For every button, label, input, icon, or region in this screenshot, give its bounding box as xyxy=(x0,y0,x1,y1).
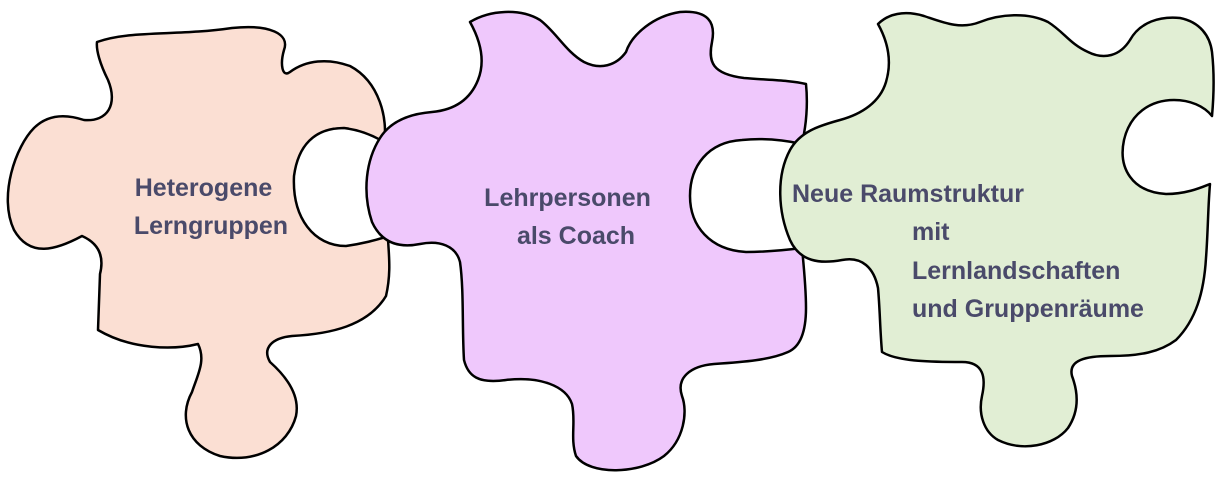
puzzle-piece-1-label: Heterogene Lerngruppen xyxy=(134,174,288,240)
puzzle-piece-2-label: Lehrpersonen als Coach xyxy=(484,184,658,250)
puzzle-piece-3-label: Neue Raumstruktur mit Lernlandschaften u… xyxy=(792,180,1144,323)
puzzle-piece-2: Lehrpersonen als Coach xyxy=(365,10,809,472)
puzzle-piece-2-shape xyxy=(365,10,809,472)
puzzle-piece-1: Heterogene Lerngruppen xyxy=(6,25,391,460)
puzzle-piece-2-line-1: Lehrpersonen xyxy=(484,184,651,212)
puzzle-piece-2-line-2: als Coach xyxy=(517,222,635,250)
puzzle-piece-3-line-2: mit xyxy=(912,218,950,246)
puzzle-piece-3-shape xyxy=(779,12,1215,448)
puzzle-piece-3-line-4: und Gruppenräume xyxy=(912,295,1144,323)
puzzle-piece-3-line-1: Neue Raumstruktur xyxy=(792,180,1024,208)
puzzle-piece-1-shape xyxy=(6,25,391,460)
puzzle-piece-1-line-1: Heterogene xyxy=(135,174,273,202)
puzzle-piece-3: Neue Raumstruktur mit Lernlandschaften u… xyxy=(779,12,1215,448)
puzzle-piece-3-line-3: Lernlandschaften xyxy=(912,257,1120,285)
puzzle-piece-1-line-2: Lerngruppen xyxy=(134,212,288,240)
